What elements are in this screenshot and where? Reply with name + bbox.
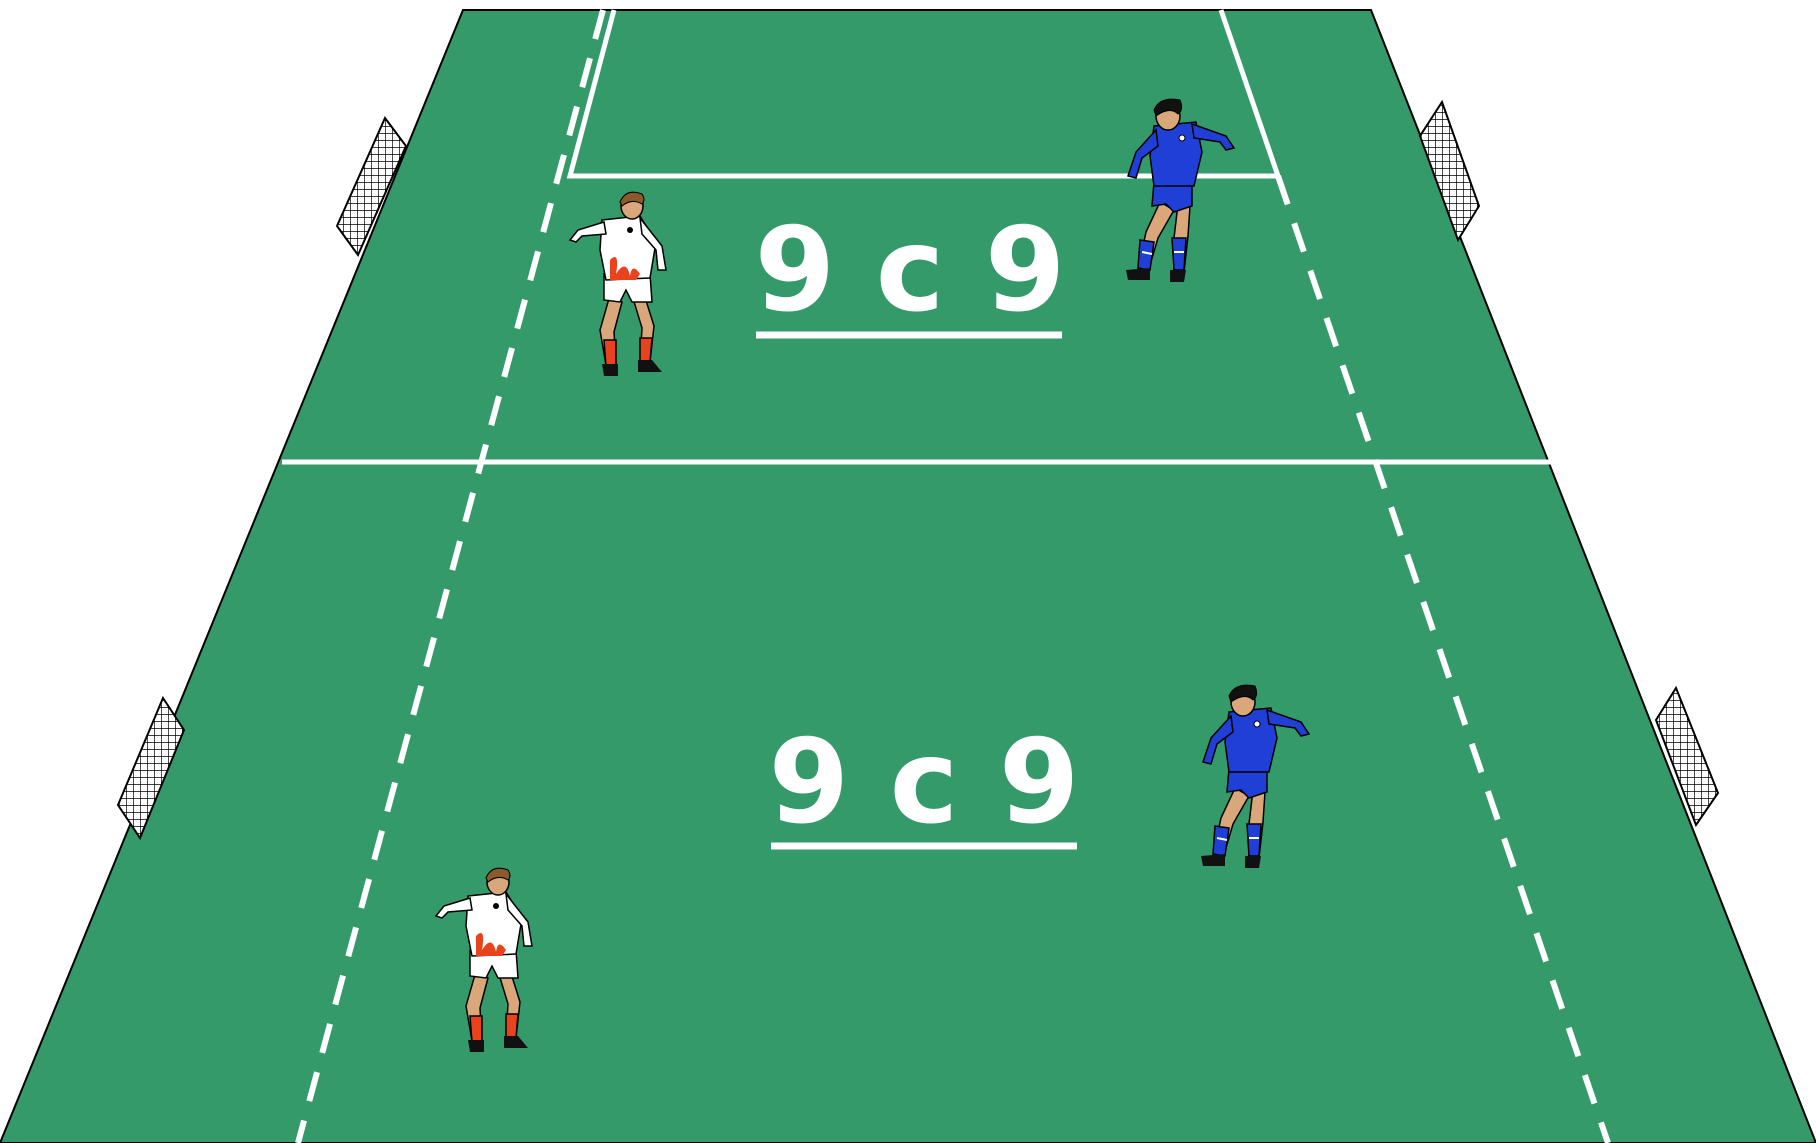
pitch-surface [0, 10, 1816, 1143]
top-zone-label-text: 9 c 9 [755, 203, 1066, 338]
top-zone-label: 9 c 9 [755, 203, 1066, 338]
bottom-zone-label: 9 c 9 [769, 715, 1080, 850]
bottom-zone-label-text: 9 c 9 [769, 715, 1080, 850]
